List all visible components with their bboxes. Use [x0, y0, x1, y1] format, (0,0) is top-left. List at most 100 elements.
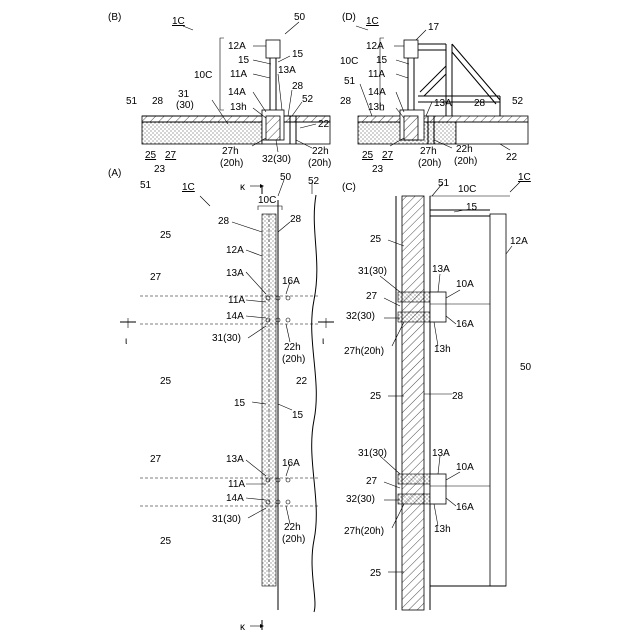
c-label-32-30-b: 32(30) [346, 494, 375, 505]
c-label-50: 50 [520, 362, 532, 373]
b-label-15b: 15 [292, 49, 304, 60]
b-label-13a: 13A [278, 65, 296, 76]
a-label-20h-b: (20h) [282, 534, 305, 545]
a-label-16a-a: 16A [282, 276, 300, 287]
a-label-13a-b: 13A [226, 454, 244, 465]
d-label-12a: 12A [366, 41, 384, 52]
panel-b-column-cap [266, 40, 280, 58]
panel-b-top-plate [142, 116, 330, 122]
b-label-20h-b: (20h) [308, 158, 331, 169]
c-label-28: 28 [452, 391, 464, 402]
c-label-10a-a: 10A [456, 279, 474, 290]
panel-b: (B) 1C 50 12A [108, 12, 331, 175]
c-label-13a-a: 13A [432, 264, 450, 275]
d-label-10c: 10C [340, 56, 358, 67]
b-label-14a: 14A [228, 87, 246, 98]
d-label-28a: 28 [340, 96, 352, 107]
c-label-12a: 12A [510, 236, 528, 247]
b-label-28b: 28 [292, 81, 304, 92]
a-label-22h-a: 22h [284, 342, 301, 353]
a-label-52: 52 [308, 176, 320, 187]
b-label-27: 27 [165, 150, 177, 161]
c-label-25a: 25 [370, 234, 382, 245]
c-label-27h-a: 27h(20h) [344, 346, 384, 357]
c-label-10a-b: 10A [456, 462, 474, 473]
b-label-23: 23 [154, 164, 166, 175]
a-label-51: 51 [140, 180, 152, 191]
c-label-31-30-a: 31(30) [358, 266, 387, 277]
a-label-1c: 1C [182, 182, 195, 193]
d-label-52: 52 [512, 96, 524, 107]
d-label-27h: 27h [420, 146, 437, 157]
a-label-14a-b: 14A [226, 493, 244, 504]
a-label-25b: 25 [160, 376, 172, 387]
a-label-11a-a: 11A [228, 295, 245, 306]
panel-d-top-plate [358, 116, 528, 122]
a-label-kappa-bottom: κ [240, 622, 246, 633]
b-label-27h: 27h [222, 146, 239, 157]
d-label-11a: 11A [368, 69, 385, 80]
b-label-22: 22 [318, 119, 330, 130]
b-label-12a: 12A [228, 41, 246, 52]
d-label-27: 27 [382, 150, 394, 161]
b-label-30: (30) [176, 100, 194, 111]
b-label-15a: 15 [238, 55, 250, 66]
panel-c-label: (C) [342, 182, 356, 193]
b-label-28a: 28 [152, 96, 164, 107]
b-label-25: 25 [145, 150, 157, 161]
d-label-15: 15 [376, 55, 388, 66]
c-label-16a-a: 16A [456, 319, 474, 330]
d-label-1c: 1C [366, 16, 379, 27]
a-label-20h-a: (20h) [282, 354, 305, 365]
a-label-31-30-b: 31(30) [212, 514, 241, 525]
d-label-13a: 13A [434, 98, 452, 109]
d-label-14a: 14A [368, 87, 386, 98]
a-label-12a: 12A [226, 245, 244, 256]
panel-c: (C) [342, 172, 532, 610]
c-label-25c: 25 [370, 568, 382, 579]
b-label-32-30: 32(30) [262, 154, 291, 165]
panel-b-slab-dotted [142, 122, 262, 144]
b-label-20h-a: (20h) [220, 158, 243, 169]
a-label-27a: 27 [150, 272, 162, 283]
d-label-22: 22 [506, 152, 518, 163]
a-label-25c: 25 [160, 536, 172, 547]
a-label-11a-b: 11A [228, 479, 245, 490]
a-label-kappa-top: κ [240, 182, 246, 193]
d-label-17: 17 [428, 22, 440, 33]
b-label-51: 51 [126, 96, 138, 107]
a-label-28a: 28 [218, 216, 230, 227]
a-label-14a-a: 14A [226, 311, 244, 322]
panel-d-frame-17 [418, 44, 500, 116]
panel-a: (A) [108, 168, 334, 633]
c-label-13a-b: 13A [432, 448, 450, 459]
a-label-16a-b: 16A [282, 458, 300, 469]
c-label-13h-b: 13h [434, 524, 451, 535]
panel-d-label: (D) [342, 12, 356, 23]
panel-c-box-12a [490, 214, 506, 586]
panel-a-wavy-edge [312, 195, 317, 612]
c-label-13h-a: 13h [434, 344, 451, 355]
a-label-22: 22 [296, 376, 308, 387]
panel-c-wall [402, 196, 424, 610]
a-label-31-30-a: 31(30) [212, 333, 241, 344]
c-label-27a: 27 [366, 291, 378, 302]
b-label-1c: 1C [172, 16, 185, 27]
c-label-25b: 25 [370, 391, 382, 402]
d-label-23: 23 [372, 164, 384, 175]
d-label-51: 51 [344, 76, 356, 87]
d-label-20h-a: (20h) [418, 158, 441, 169]
c-label-15: 15 [466, 202, 478, 213]
c-label-27b: 27 [366, 476, 378, 487]
a-label-22h-b: 22h [284, 522, 301, 533]
a-label-15b: 15 [292, 410, 304, 421]
a-label-10c: 10C [258, 195, 276, 206]
panel-a-label: (A) [108, 168, 121, 179]
a-label-15a: 15 [234, 398, 246, 409]
b-label-22h: 22h [312, 146, 329, 157]
c-label-51: 51 [438, 178, 450, 189]
c-label-31-30-b: 31(30) [358, 448, 387, 459]
a-label-13a-a: 13A [226, 268, 244, 279]
c-label-16a-b: 16A [456, 502, 474, 513]
c-label-10c: 10C [458, 184, 476, 195]
